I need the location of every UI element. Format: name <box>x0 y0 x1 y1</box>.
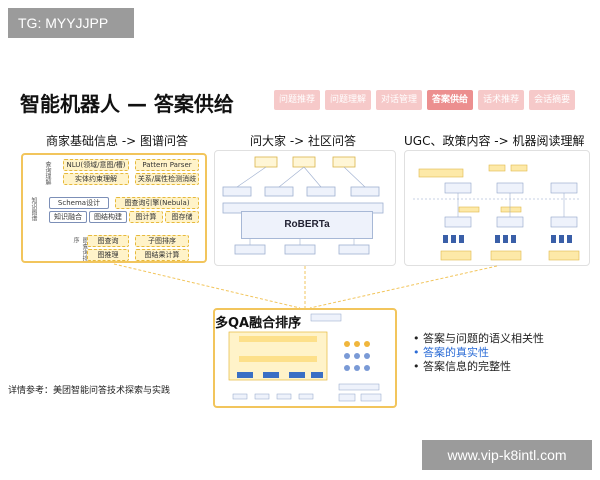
slide-title: 智能机器人 — 答案供给 <box>20 92 234 116</box>
column-title-left: 商家基础信息 -> 图谱问答 <box>46 134 189 148</box>
qa-fusion-title: 多QA融合排序 <box>215 316 302 331</box>
subgraph-rank-box: 子图排序 <box>135 235 189 247</box>
entity-constraint-box: 实体约束理解 <box>63 173 129 185</box>
tab-script-recommend[interactable]: 话术推荐 <box>478 90 525 110</box>
fusion-connector-lines <box>113 263 498 309</box>
graph-build-box: 图结构建 <box>89 211 127 223</box>
column-title-middle: 问大家 -> 社区问答 <box>250 134 357 148</box>
qa-fusion-panel <box>213 308 397 408</box>
tab-session-summary[interactable]: 会话摘要 <box>529 90 576 110</box>
tab-question-recommend[interactable]: 问题推荐 <box>274 90 321 110</box>
roberta-model-block: RoBERTa <box>241 211 373 239</box>
mrc-diagram <box>404 150 590 266</box>
graph-compute-box: 图计算 <box>129 211 163 223</box>
side-label-rank: 图查询排序 <box>72 237 88 261</box>
kgqa-diagram: 查询理解 知识图谱 图查询排序 NLU(领域/意图/槽) Pattern Par… <box>21 153 207 263</box>
side-label-kg: 知识图谱 <box>30 197 37 221</box>
graph-storage-box: 图存储 <box>165 211 199 223</box>
tab-question-understanding[interactable]: 问题理解 <box>325 90 372 110</box>
criteria-item: 答案与问题的语义相关性 <box>413 332 544 346</box>
graph-query-box: 图查询 <box>87 235 129 247</box>
community-qa-diagram: RoBERTa <box>214 150 396 266</box>
graph-reasoning-box: 图推理 <box>87 249 129 261</box>
nlu-box: NLU(领域/意图/槽) <box>63 159 129 171</box>
graph-engine-box: 图查询引擎(Nebula) <box>115 197 199 209</box>
relation-detect-box: 关系/属性检测消歧 <box>135 173 199 185</box>
qa-fusion-graphic <box>228 313 382 402</box>
tg-overlay-label: TG: MYYJJPP <box>8 8 134 38</box>
fusion-criteria-list: 答案与问题的语义相关性 答案的真实性 答案信息的完整性 <box>413 332 544 374</box>
mrc-architecture-graphic <box>413 164 581 261</box>
criteria-item-highlight: 答案的真实性 <box>413 346 544 360</box>
knowledge-fusion-box: 知识融合 <box>49 211 87 223</box>
tab-answer-supply[interactable]: 答案供给 <box>427 90 474 110</box>
pattern-parser-box: Pattern Parser <box>135 159 199 171</box>
reference-note: 详情参考：美团智能问答技术探索与实践 <box>8 386 171 396</box>
community-qa-graphic <box>222 156 384 255</box>
schema-design-box: Schema设计 <box>49 197 109 209</box>
criteria-item: 答案信息的完整性 <box>413 360 544 374</box>
graph-result-box: 图结果计算 <box>135 249 189 261</box>
side-label-query: 查询理解 <box>44 161 51 185</box>
section-tabs: 问题推荐 问题理解 对话管理 答案供给 话术推荐 会话摘要 <box>274 90 576 110</box>
column-title-right: UGC、政策内容 -> 机器阅读理解 <box>404 134 585 148</box>
watermark-url: www.vip-k8intl.com <box>422 440 592 470</box>
tab-dialog-management[interactable]: 对话管理 <box>376 90 423 110</box>
